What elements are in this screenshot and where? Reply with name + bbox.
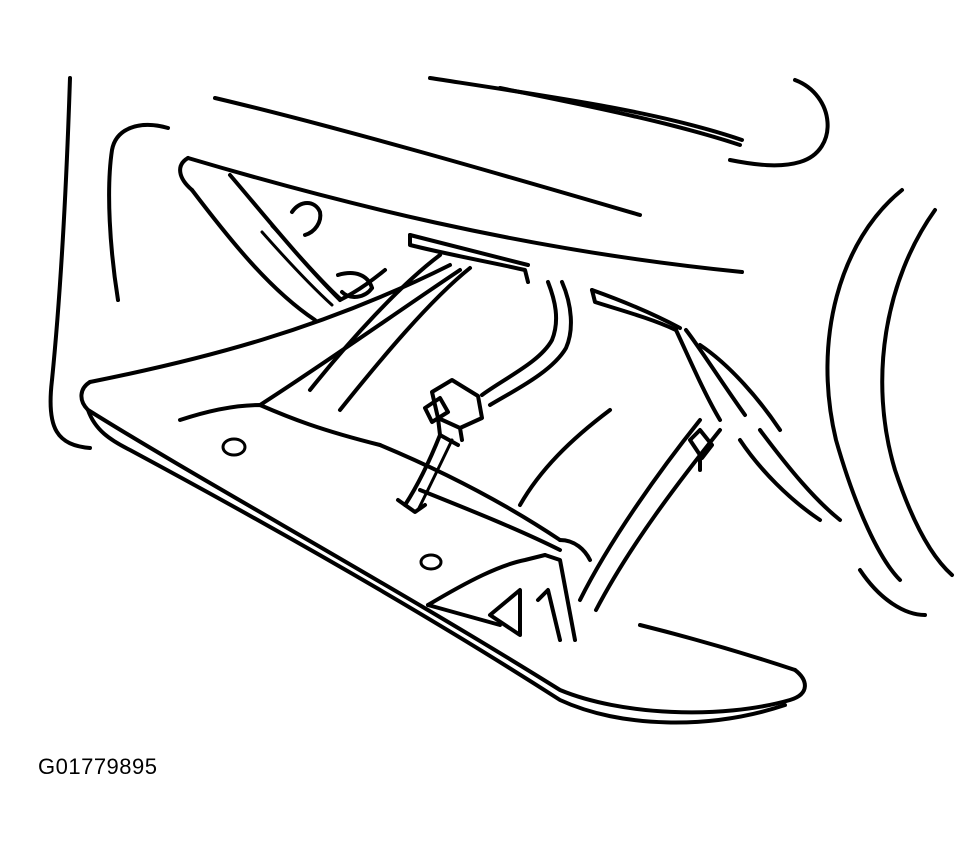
glovebox-door-inner-panel bbox=[178, 268, 612, 562]
lamp-wire-harness bbox=[480, 280, 573, 407]
dashboard-left-edge bbox=[48, 76, 92, 450]
dashboard-right-contour bbox=[728, 78, 830, 168]
dashboard-left-inner-panel bbox=[107, 123, 170, 302]
door-right-side-arm bbox=[578, 418, 842, 612]
glovebox-door-frame bbox=[79, 263, 807, 725]
lamp-switch-plunger bbox=[396, 433, 454, 514]
figure-id-label: G01779895 bbox=[38, 754, 158, 779]
left-hinge-bracket bbox=[336, 271, 374, 299]
glovebox-opening-top-edge bbox=[178, 156, 744, 274]
mounting-hole-right bbox=[419, 553, 443, 571]
door-left-side-arm bbox=[190, 173, 387, 322]
glovebox-interior-walls bbox=[308, 233, 782, 432]
dashboard-top-lines bbox=[213, 76, 744, 217]
dashboard-right-outer-edges bbox=[825, 188, 954, 617]
mounting-hole-left bbox=[221, 437, 247, 457]
door-latch-bump bbox=[426, 553, 577, 642]
lamp-switch-connector bbox=[423, 378, 484, 447]
mounting-holes bbox=[221, 437, 443, 571]
